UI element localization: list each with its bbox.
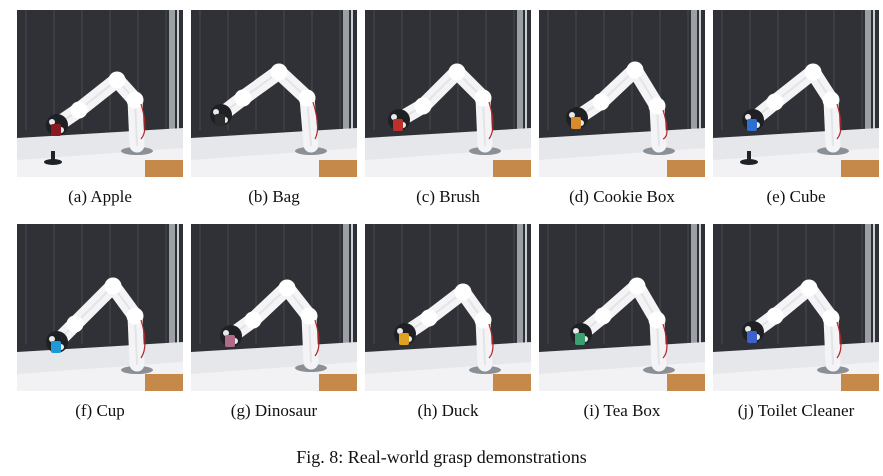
figure-grid: (a) Apple (b) Bag (c) Brush (d) Cookie B…: [17, 10, 883, 421]
panel-caption: (e) Cube: [766, 187, 826, 206]
panel: (j) Toilet Cleaner: [713, 224, 879, 421]
panel: (b) Bag: [191, 10, 357, 207]
panel: (c) Brush: [365, 10, 531, 207]
panel: (e) Cube: [713, 10, 879, 207]
panel: (h) Duck: [365, 224, 531, 421]
panel-photo: [365, 10, 531, 177]
panel-caption: (c) Brush: [416, 187, 480, 206]
panel-photo: [539, 224, 705, 391]
figure-caption: Fig. 8: Real-world grasp demonstrations: [296, 447, 587, 467]
panel-caption: (b) Bag: [248, 187, 300, 206]
panel-photo: [191, 10, 357, 177]
panel-photo: [713, 10, 879, 177]
panel-caption: (g) Dinosaur: [230, 401, 318, 420]
figure-row-1: (a) Apple (b) Bag (c) Brush (d) Cookie B…: [17, 10, 883, 207]
panel: (i) Tea Box: [539, 224, 705, 421]
panel-caption: (d) Cookie Box: [569, 187, 675, 206]
panel-photo: [17, 224, 183, 391]
panel-photo: [365, 224, 531, 391]
panel: (a) Apple: [17, 10, 183, 207]
panel: (d) Cookie Box: [539, 10, 705, 207]
panel-caption: (h) Duck: [417, 401, 479, 420]
panel-photo: [713, 224, 879, 391]
panel-caption: (i) Tea Box: [583, 401, 661, 420]
panel-caption: (j) Toilet Cleaner: [737, 401, 855, 420]
panel-caption: (f) Cup: [75, 401, 125, 420]
panel: (g) Dinosaur: [191, 224, 357, 421]
panel-photo: [17, 10, 183, 177]
panel-photo: [539, 10, 705, 177]
panel-caption: (a) Apple: [68, 187, 132, 206]
figure-row-2: (f) Cup (g) Dinosaur (h) Duck (i) Tea Bo…: [17, 224, 883, 421]
panel: (f) Cup: [17, 224, 183, 421]
panel-photo: [191, 224, 357, 391]
